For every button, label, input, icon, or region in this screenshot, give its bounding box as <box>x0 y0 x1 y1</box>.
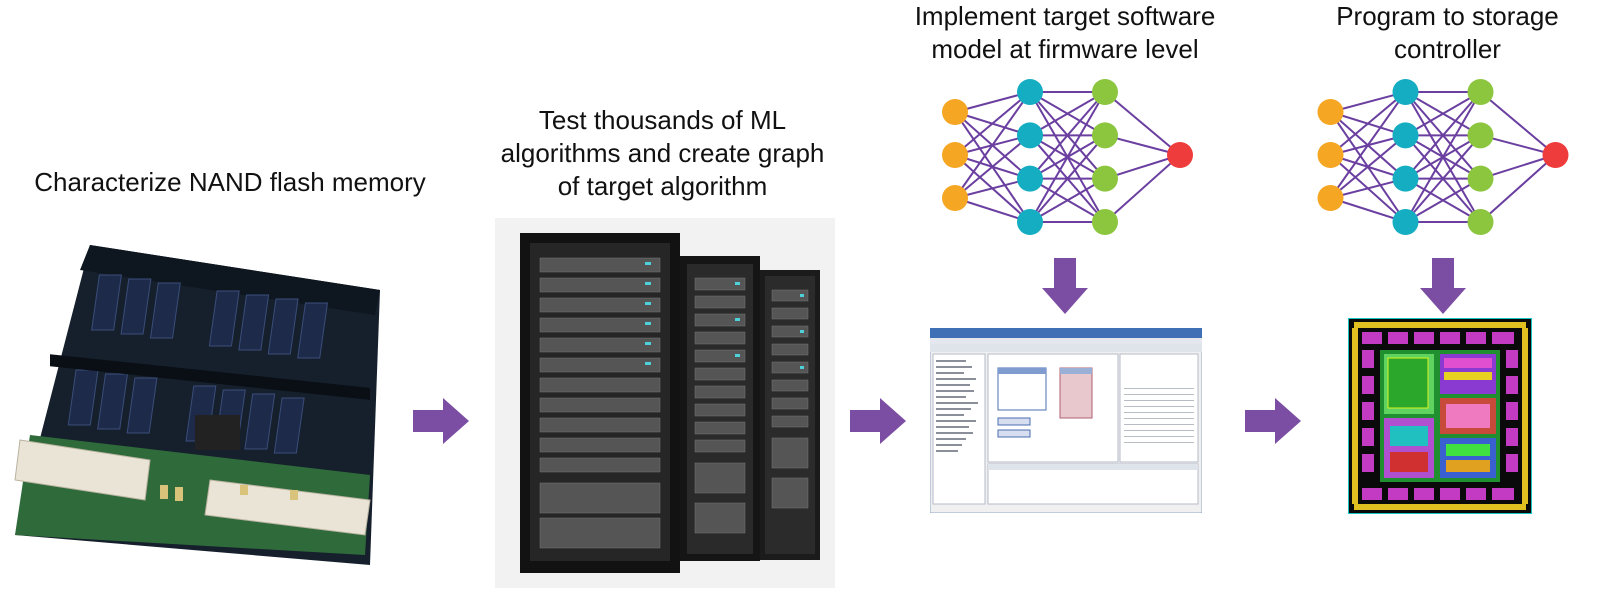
nn-node <box>1317 185 1344 211</box>
nn-edge <box>1479 154 1557 223</box>
nn-node <box>1392 122 1419 149</box>
nn-node <box>1467 79 1494 105</box>
server-racks-image <box>495 218 835 588</box>
step-1-caption: Characterize NAND flash memory <box>34 167 426 197</box>
nn-node <box>1392 209 1419 235</box>
nn-node <box>1167 142 1193 168</box>
nn-node <box>942 142 968 168</box>
nn-node <box>1467 122 1494 149</box>
arrow-right-icon <box>1245 398 1301 444</box>
arrow-down-icon <box>1420 258 1466 314</box>
nn-node <box>1092 209 1118 235</box>
nn-edge <box>1029 91 1106 223</box>
nn-node <box>1017 122 1043 149</box>
nn-node <box>1092 122 1118 149</box>
nn-node <box>1092 165 1118 192</box>
nn-edge <box>1330 197 1406 223</box>
nn-edge <box>1104 91 1181 156</box>
nand-flash-board-image <box>14 245 380 565</box>
nn-node <box>1317 142 1344 168</box>
software-ide-window-image <box>930 328 1202 513</box>
nn-edge <box>1029 91 1106 137</box>
nn-edge <box>954 134 1031 199</box>
arrow-right-icon <box>413 398 469 444</box>
nn-edge <box>1404 91 1482 180</box>
nn-edge <box>1029 134 1106 223</box>
nn-edge <box>1404 177 1482 223</box>
nn-edge <box>1404 91 1482 137</box>
nn-edge <box>1329 91 1407 156</box>
nn-edge <box>1404 91 1482 223</box>
nn-node <box>942 185 968 211</box>
nn-edge <box>954 197 1031 223</box>
nn-node <box>1017 165 1043 192</box>
nn-edge <box>1029 177 1106 223</box>
nn-edge <box>1329 91 1407 199</box>
nn-node <box>1317 99 1344 125</box>
nn-edge <box>1029 91 1106 180</box>
step-3-caption: Implement target software model at firmw… <box>914 1 1216 64</box>
nn-edge <box>1404 134 1482 223</box>
arrow-right-icon <box>850 398 906 444</box>
nn-node <box>1467 209 1494 235</box>
arrow-down-icon <box>1042 258 1088 314</box>
nn-node <box>1467 165 1494 192</box>
nn-node <box>1017 209 1043 235</box>
nn-edge <box>1104 154 1181 223</box>
nn-edge <box>1329 134 1407 199</box>
nn-node <box>1542 142 1569 168</box>
nn-node <box>1392 165 1419 192</box>
step-4-caption: Program to storage controller <box>1336 1 1559 64</box>
neural-network-diagram <box>942 79 1193 235</box>
neural-network-diagram <box>1317 79 1569 235</box>
nn-edge <box>1479 91 1557 156</box>
nn-edge <box>1104 154 1181 180</box>
nn-edge <box>1480 154 1556 180</box>
nn-node <box>1092 79 1118 105</box>
nn-node <box>1017 79 1043 105</box>
storage-controller-chip-image <box>1348 318 1532 514</box>
nn-node <box>942 99 968 125</box>
nn-edge <box>954 91 1031 156</box>
nn-node <box>1392 79 1419 105</box>
nn-edge <box>954 91 1031 199</box>
step-2-caption: Test thousands of ML algorithms and crea… <box>500 105 825 201</box>
